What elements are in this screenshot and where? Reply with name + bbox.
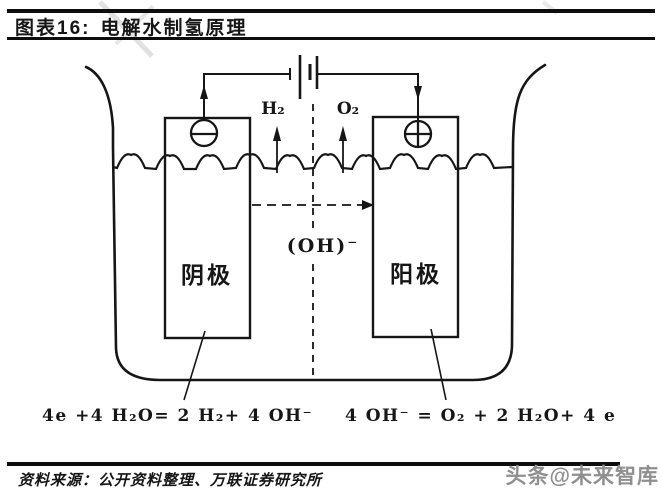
figure-caption: 图表16: 电解水制氢原理 <box>15 13 247 40</box>
header-rule-top <box>7 9 655 13</box>
source-note: 资料来源：公开资料整理、万联证券研究所 <box>18 473 323 489</box>
figure-number: 图表16: <box>15 18 91 39</box>
h2-arrowhead <box>273 126 281 141</box>
cathode-leader-line <box>183 330 206 401</box>
h2-label: H₂ <box>261 99 285 119</box>
current-arrow-down <box>414 86 422 100</box>
anode-plate <box>371 115 460 339</box>
o2-label: O₂ <box>337 99 359 119</box>
cathode-plate <box>163 116 252 340</box>
cathode-label: 阴极 <box>181 262 233 288</box>
cathode-equation: 4e +4 H₂O= 2 H₂+ 4 OH⁻ <box>42 406 313 426</box>
water-surface-wave <box>111 153 515 171</box>
minus-circle-icon <box>189 118 219 148</box>
toutiao-watermark: 头条@未来智库 <box>505 465 659 488</box>
current-arrow-up <box>200 85 208 99</box>
header-rule-bottom <box>7 37 655 40</box>
anode-equation: 4 OH⁻ = O₂ + 2 H₂O+ 4 e <box>345 406 616 426</box>
wire-left <box>203 73 290 119</box>
figure-title: 电解水制氢原理 <box>100 18 248 39</box>
anode-leader-line <box>430 328 447 401</box>
footer-rule <box>7 462 620 466</box>
ion-label: (OH)⁻ <box>287 235 360 257</box>
battery-icon <box>289 55 319 99</box>
beaker-outline <box>84 63 547 382</box>
wire-right <box>318 73 419 121</box>
ion-label-backdrop <box>288 230 356 258</box>
ion-flow-arrowhead <box>362 200 374 210</box>
anode-label: 阳极 <box>390 261 442 287</box>
plus-circle-icon <box>403 119 433 149</box>
o2-arrowhead <box>339 126 347 141</box>
